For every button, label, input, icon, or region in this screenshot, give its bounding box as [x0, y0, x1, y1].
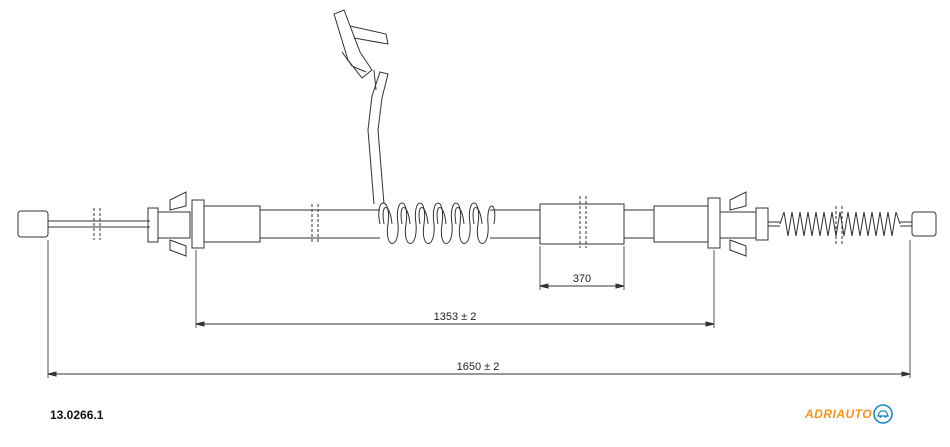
middle-coil — [378, 202, 496, 244]
left-clip — [147, 191, 205, 257]
hook-bracket — [333, 9, 389, 205]
outer-cable — [260, 204, 654, 244]
right-end-fitting — [911, 211, 937, 237]
left-end-fitting — [17, 208, 150, 240]
middle-sleeve — [539, 203, 625, 245]
right-sleeve — [653, 205, 709, 243]
dimension-lines — [47, 283, 911, 377]
dim-overall-label: 1650 ± 2 — [457, 361, 500, 373]
car-icon — [873, 404, 893, 424]
part-number: 13.0266.1 — [50, 408, 104, 422]
left-sleeve — [203, 205, 261, 243]
right-spring — [779, 206, 912, 244]
dim-inner-label: 1353 ± 2 — [434, 311, 477, 323]
right-clip — [707, 191, 780, 257]
dim-sleeve-label: 370 — [573, 273, 591, 285]
brand-logo: ADRIAUTO — [805, 404, 893, 424]
brand-name: ADRIAUTO — [805, 407, 873, 421]
extension-lines — [47, 240, 911, 378]
